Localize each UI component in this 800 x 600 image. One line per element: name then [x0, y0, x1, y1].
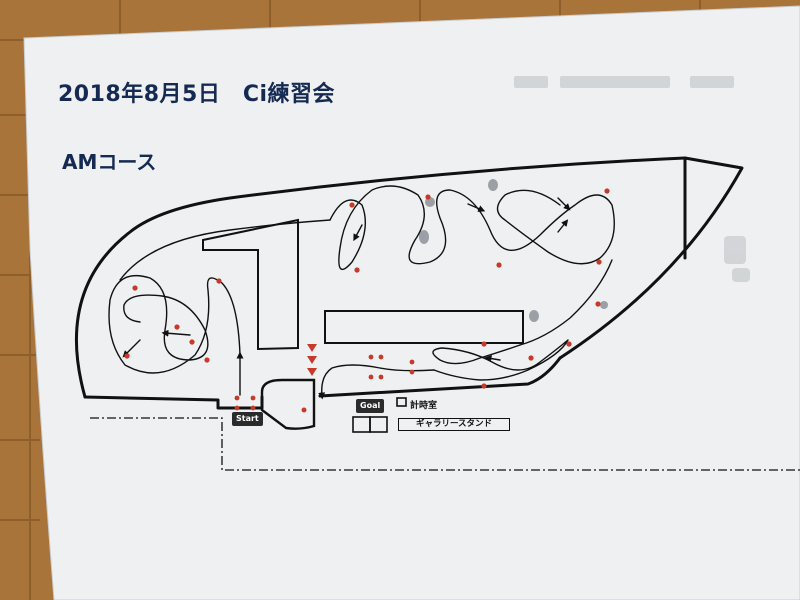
gallery-stand-box: ギャラリースタンド — [398, 418, 510, 431]
bleed-through-marks — [514, 76, 750, 282]
course-structures — [202, 218, 524, 351]
course-boundary — [74, 156, 744, 410]
box-right — [369, 416, 388, 433]
course-path — [108, 185, 615, 400]
page-title: 2018年8月5日 Ci練習会 — [58, 82, 336, 107]
goal-tag: Goal — [356, 399, 385, 413]
start-tag: Start — [232, 412, 263, 426]
facilities — [352, 397, 407, 433]
course-subtitle: AMコース — [62, 150, 157, 174]
left-building — [202, 218, 299, 351]
property-line — [90, 417, 800, 471]
paper-sheet — [24, 6, 800, 600]
timing-room-label: 計時室 — [410, 401, 438, 411]
start-pavilion-cone — [301, 407, 307, 413]
start-pavilion — [260, 378, 316, 430]
entry-chevrons — [307, 344, 317, 376]
pylon-markers — [124, 188, 610, 411]
timing-room-box — [396, 397, 407, 407]
gallery-stand-label: ギャラリースタンド — [415, 419, 493, 429]
center-block — [324, 310, 524, 344]
